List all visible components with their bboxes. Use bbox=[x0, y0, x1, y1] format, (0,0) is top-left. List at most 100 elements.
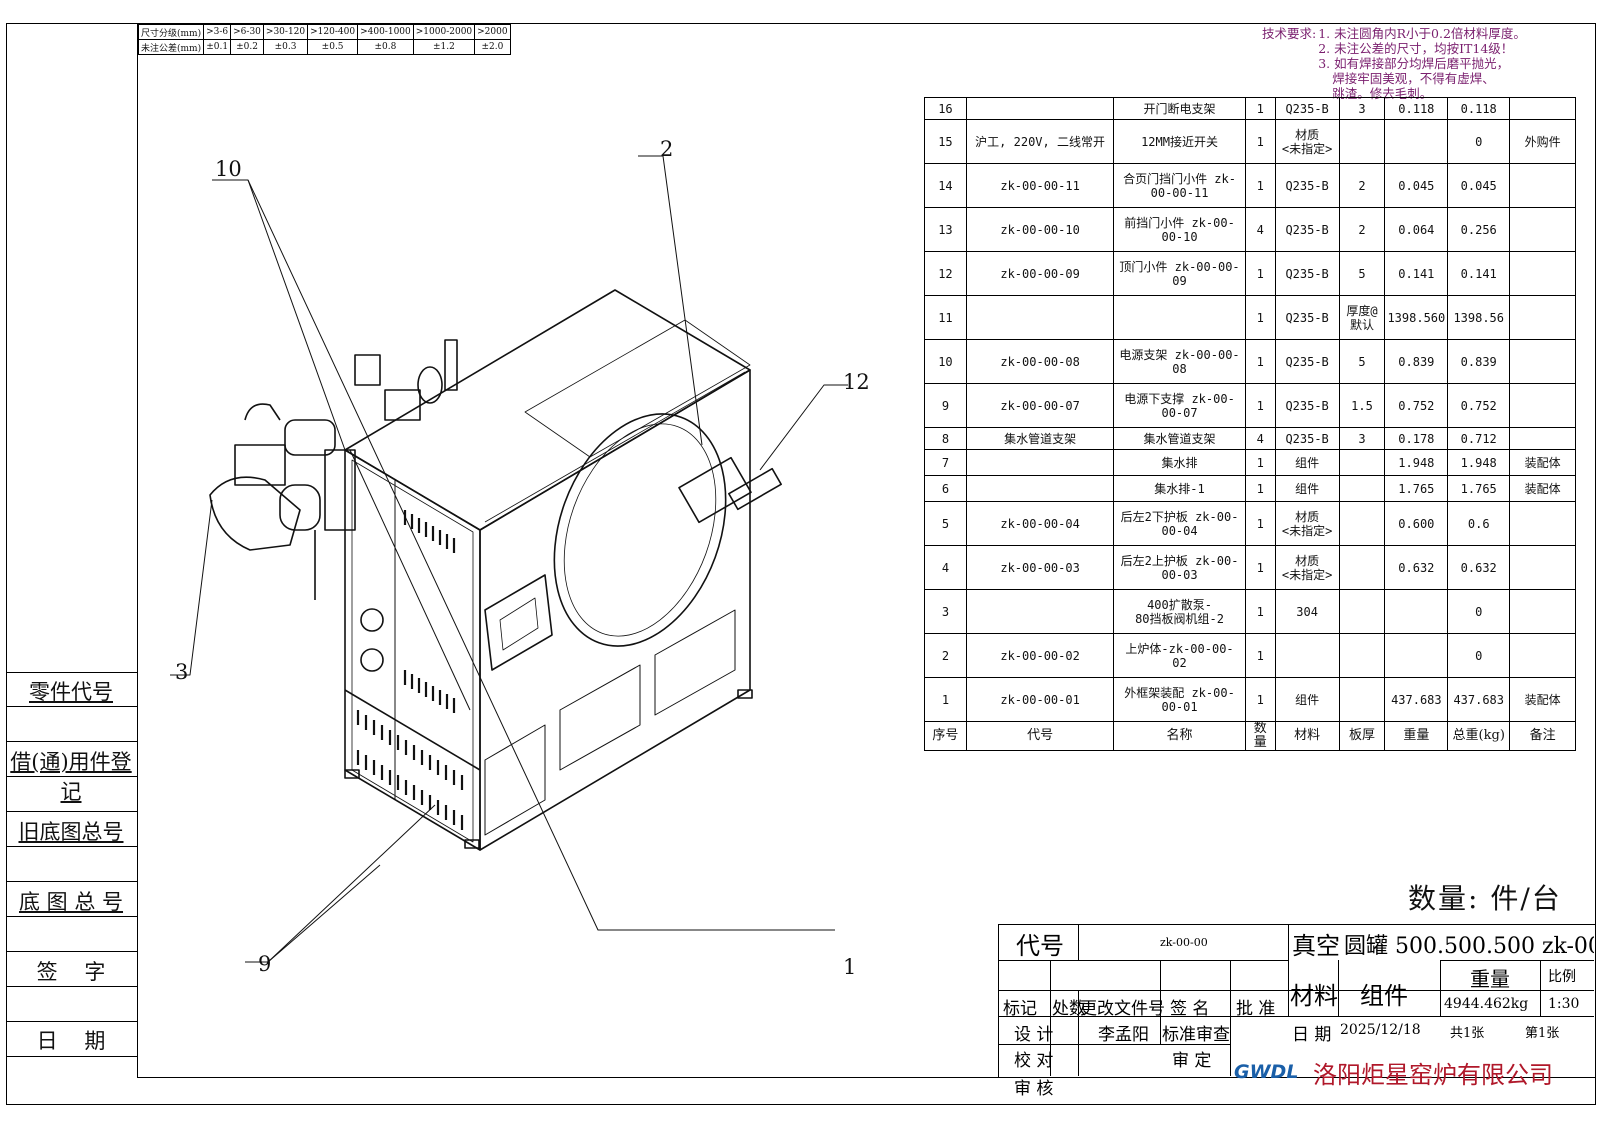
bom-cell: 1398.56 bbox=[1447, 295, 1511, 340]
inner-frame bbox=[137, 23, 1596, 1078]
bom-cell: 4 bbox=[1244, 427, 1276, 450]
bom-cell: 1398.560 bbox=[1384, 295, 1449, 340]
bom-cell: Q235-B bbox=[1274, 339, 1340, 384]
bom-cell: Q235-B bbox=[1274, 295, 1340, 340]
bom-header-cell: 序号 bbox=[924, 721, 967, 751]
bom-cell bbox=[965, 295, 1115, 340]
bom-cell: 材质 <未指定> bbox=[1274, 119, 1340, 164]
bom-cell bbox=[1509, 251, 1576, 296]
tolerance-range: >3-6 bbox=[203, 24, 232, 40]
tolerance-range: >400-1000 bbox=[357, 24, 414, 40]
sheet-number: 第1张 bbox=[1525, 1026, 1560, 1041]
bom-cell bbox=[1384, 589, 1449, 634]
bom-cell: 1.765 bbox=[1447, 475, 1511, 502]
bom-cell: 1.948 bbox=[1447, 449, 1511, 476]
bom-cell: 4 bbox=[924, 545, 967, 590]
bom-cell: Q235-B bbox=[1274, 163, 1340, 208]
part-code-label: 零件代号 bbox=[29, 680, 113, 704]
bom-cell: 上炉体-zk-00-00- 02 bbox=[1113, 633, 1246, 678]
bom-cell: zk-00-00-07 bbox=[965, 383, 1115, 428]
bom-cell bbox=[965, 449, 1115, 476]
bom-cell: 0.712 bbox=[1447, 427, 1511, 450]
bom-cell bbox=[1338, 633, 1386, 678]
bom-cell bbox=[1509, 383, 1576, 428]
bom-header-cell: 代号 bbox=[965, 721, 1115, 751]
bom-cell: 集水排-1 bbox=[1113, 475, 1246, 502]
bom-cell: Q235-B bbox=[1274, 383, 1340, 428]
scale-label: 比例 bbox=[1548, 969, 1576, 985]
bom-cell: 1 bbox=[1244, 677, 1276, 722]
borrowed-part-register-label: 借(通)用件登记 bbox=[10, 750, 132, 804]
bom-header-row: 序号代号名称数量材料板厚重量总重(kg)备注 bbox=[924, 721, 1576, 751]
bom-cell: zk-00-00-01 bbox=[965, 677, 1115, 722]
bom-cell: 1 bbox=[1244, 545, 1276, 590]
code-value: zk-00-00 bbox=[1160, 936, 1208, 949]
callout-3: 3 bbox=[175, 660, 189, 684]
bom-cell bbox=[1509, 163, 1576, 208]
bom-cell bbox=[1338, 677, 1386, 722]
bom-cell: 0.6 bbox=[1447, 501, 1511, 546]
bom-cell bbox=[1509, 589, 1576, 634]
bom-cell bbox=[1338, 545, 1386, 590]
bom-cell: 0 bbox=[1447, 119, 1511, 164]
bom-cell: 1 bbox=[1244, 633, 1276, 678]
bom-cell: 12MM接近开关 bbox=[1113, 119, 1246, 164]
signature-label: 签 字 bbox=[36, 960, 106, 984]
tolerance-range: >6-30 bbox=[230, 24, 264, 40]
tech-requirements-title: 技术要求: bbox=[1262, 26, 1317, 41]
bom-cell: 1 bbox=[1244, 449, 1276, 476]
bom-header-cell: 备注 bbox=[1509, 721, 1576, 751]
bom-cell: 材质 <未指定> bbox=[1274, 501, 1340, 546]
bom-cell: 0.256 bbox=[1447, 207, 1511, 252]
bom-cell: 顶门小件 zk-00-00- 09 bbox=[1113, 251, 1246, 296]
tolerance-value: ±2.0 bbox=[474, 39, 511, 55]
bom-cell: 6 bbox=[924, 475, 967, 502]
bom-cell: Q235-B bbox=[1274, 207, 1340, 252]
bom-cell: 13 bbox=[924, 207, 967, 252]
bom-cell bbox=[1338, 119, 1386, 164]
tolerance-range: >30-120 bbox=[262, 24, 309, 40]
tolerance-value: ±0.3 bbox=[262, 39, 309, 55]
bom-cell: 2 bbox=[924, 633, 967, 678]
bom-cell: 12 bbox=[924, 251, 967, 296]
bom-cell: zk-00-00-03 bbox=[965, 545, 1115, 590]
tech-requirement-item: 1. 未注圆角内R小于0.2倍材料厚度。 bbox=[1318, 26, 1526, 41]
bom-cell: 0.064 bbox=[1384, 207, 1449, 252]
bom-cell: 1 bbox=[1244, 501, 1276, 546]
bom-cell: zk-00-00-08 bbox=[965, 339, 1115, 384]
tolerance-range: >120-400 bbox=[307, 24, 359, 40]
rev-header-count: 处数 bbox=[1052, 999, 1086, 1019]
date-field-label: 日 期 bbox=[1292, 1025, 1332, 1045]
cabinet-feet bbox=[344, 689, 753, 849]
quantity-note: 数量: 件/台 bbox=[1408, 882, 1562, 915]
bom-cell bbox=[1338, 449, 1386, 476]
bom-cell: 15 bbox=[924, 119, 967, 164]
bom-cell: 组件 bbox=[1274, 475, 1340, 502]
bom-cell: 0.839 bbox=[1384, 339, 1449, 384]
tolerance-table: 尺寸分级(mm) >3-6 >6-30 >30-120 >120-400 >40… bbox=[137, 24, 511, 55]
bom-cell: 437.683 bbox=[1384, 677, 1449, 722]
callout-2: 2 bbox=[660, 137, 674, 161]
designer-name: 李孟阳 bbox=[1098, 1025, 1149, 1045]
weight-label: 重量 bbox=[1470, 967, 1510, 991]
bom-cell: 1 bbox=[1244, 475, 1276, 502]
bom-cell: 0.600 bbox=[1384, 501, 1449, 546]
bom-cell: 4 bbox=[1244, 207, 1276, 252]
tolerance-range: >1000-2000 bbox=[412, 24, 476, 40]
callout-10: 10 bbox=[215, 157, 242, 181]
bom-cell bbox=[1274, 633, 1340, 678]
standard-review-label: 标准审查 bbox=[1162, 1025, 1230, 1045]
company-logo: GWDL bbox=[1234, 1061, 1299, 1083]
bom-cell bbox=[1509, 97, 1576, 120]
bom-cell: 3 bbox=[924, 589, 967, 634]
bom-cell: 1 bbox=[1244, 589, 1276, 634]
bom-cell: zk-00-00-10 bbox=[965, 207, 1115, 252]
bom-cell bbox=[1509, 501, 1576, 546]
bom-cell: 5 bbox=[1338, 251, 1386, 296]
